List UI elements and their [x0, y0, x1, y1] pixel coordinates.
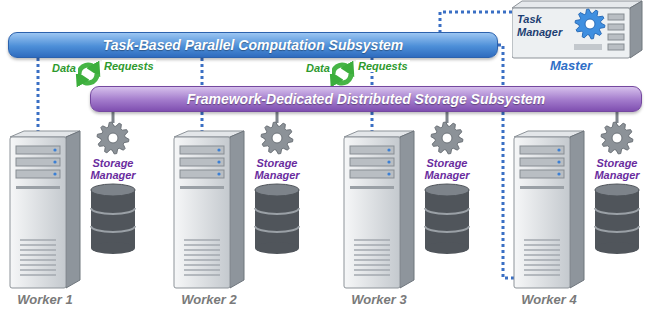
storage-manager: Storage Manager [82, 120, 144, 254]
band-title: Framework-Dedicated Distributed Storage … [187, 91, 546, 107]
worker-server: Worker 3 [342, 130, 416, 309]
storage-link [276, 112, 279, 123]
storage-label: Storage Manager [416, 157, 478, 181]
worker-label: Worker 3 [342, 292, 416, 307]
flow-label: Data [50, 62, 78, 74]
server-label: Master [512, 58, 630, 73]
storage-link [616, 112, 619, 123]
flow-label: Data [304, 62, 332, 74]
subsystem-band: Framework-Dedicated Distributed Storage … [90, 86, 642, 112]
control-link [37, 58, 40, 131]
cycle-arrows [79, 65, 97, 83]
storage-icon [84, 120, 142, 254]
worker-label: Worker 1 [8, 292, 82, 307]
master-server: Task ManagerMaster [512, 0, 644, 82]
worker-server: Worker 1 [8, 130, 82, 309]
worker-icon [512, 130, 586, 290]
control-link [440, 12, 512, 32]
storage-manager: Storage Manager [586, 120, 648, 254]
flow-label: Requests [102, 60, 156, 72]
storage-link [112, 112, 115, 123]
control-link [498, 45, 514, 278]
cycle-arrows [333, 65, 351, 83]
storage-link [446, 112, 449, 123]
storage-label: Storage Manager [82, 157, 144, 181]
subsystem-band: Task-Based Parallel Computation Subsyste… [8, 32, 498, 58]
worker-icon [342, 130, 416, 290]
worker-icon [172, 130, 246, 290]
storage-icon [418, 120, 476, 254]
flow-label: Requests [356, 60, 410, 72]
server-label: Task Manager [517, 13, 573, 43]
storage-icon [588, 120, 646, 254]
worker-server: Worker 4 [512, 130, 586, 309]
band-title: Task-Based Parallel Computation Subsyste… [103, 37, 404, 53]
storage-label: Storage Manager [246, 157, 308, 181]
storage-icon [248, 120, 306, 254]
storage-label: Storage Manager [586, 157, 648, 181]
worker-server: Worker 2 [172, 130, 246, 309]
storage-manager: Storage Manager [416, 120, 478, 254]
storage-manager: Storage Manager [246, 120, 308, 254]
worker-label: Worker 4 [512, 292, 586, 307]
worker-icon [8, 130, 82, 290]
worker-label: Worker 2 [172, 292, 246, 307]
